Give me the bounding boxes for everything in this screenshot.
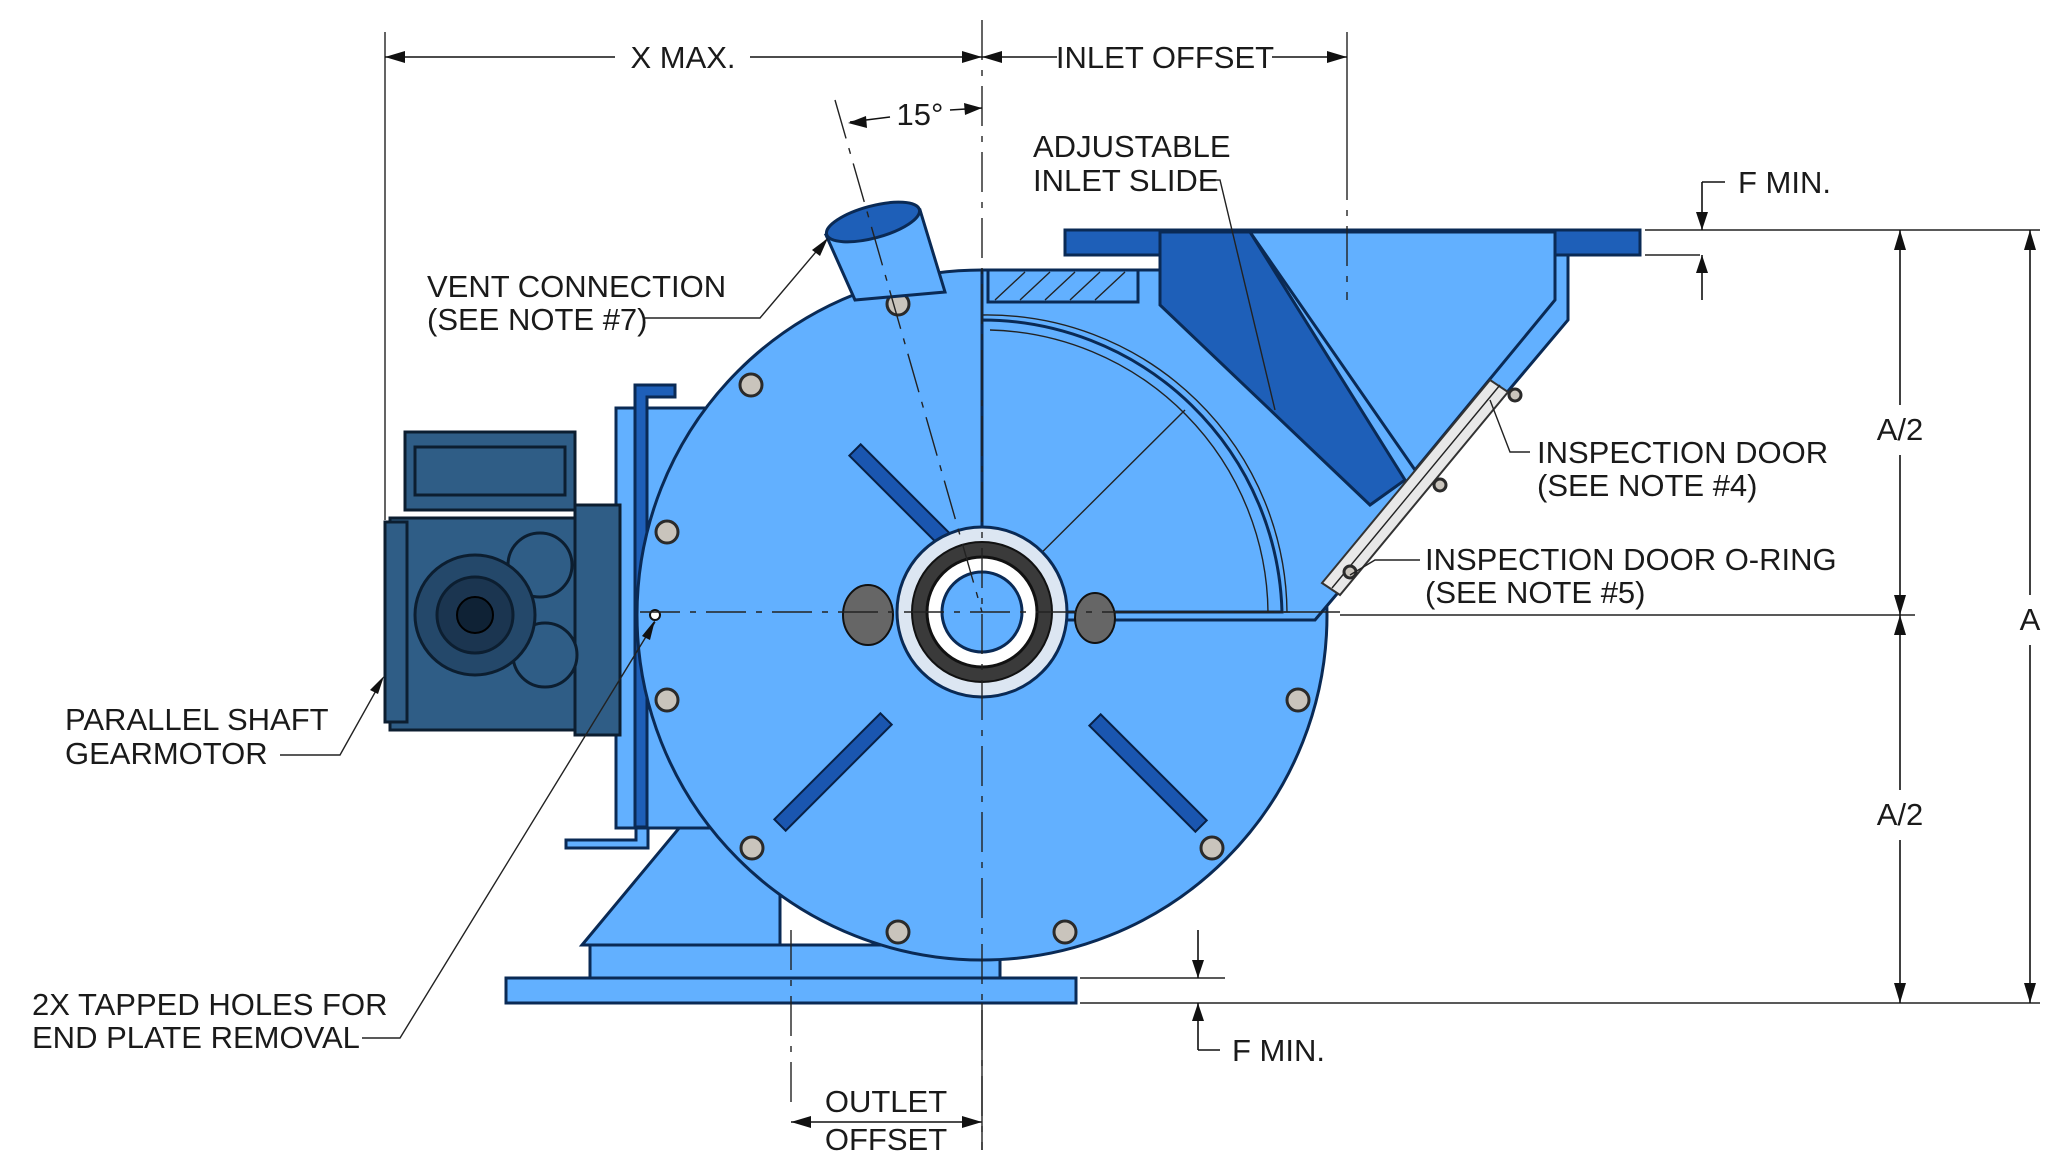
label-f-min-bottom: F MIN.	[1232, 1033, 1325, 1068]
base-support	[504, 813, 1078, 1005]
label-tapped-holes-2: END PLATE REMOVAL	[32, 1020, 360, 1055]
bolt	[1199, 835, 1225, 861]
bolt	[654, 687, 680, 713]
leader-lines	[280, 179, 1530, 1039]
label-x-max: X MAX.	[630, 40, 735, 75]
adjustable-inlet-slide	[1158, 230, 1408, 507]
label-a: A	[2020, 602, 2041, 637]
label-outlet-offset-1: OUTLET	[825, 1084, 947, 1119]
bolt	[1285, 687, 1311, 713]
label-a-half-bottom: A/2	[1877, 797, 1924, 832]
label-outlet-offset-2: OFFSET	[825, 1122, 947, 1157]
label-inspection-door-oring-1: INSPECTION DOOR O-RING	[1425, 542, 1837, 577]
inlet-flange-right	[1553, 228, 1642, 257]
label-inspection-door-2: (SEE NOTE #4)	[1537, 468, 1758, 503]
housing-bolts	[649, 291, 1311, 945]
label-angle: 15°	[897, 97, 944, 132]
label-inspection-door-oring-2: (SEE NOTE #5)	[1425, 575, 1646, 610]
label-gearmotor-1: PARALLEL SHAFT	[65, 702, 329, 737]
label-a-half-top: A/2	[1877, 412, 1924, 447]
bolt	[1052, 919, 1078, 945]
label-inspection-door-1: INSPECTION DOOR	[1537, 435, 1828, 470]
bolt	[738, 372, 764, 398]
label-tapped-holes-1: 2X TAPPED HOLES FOR	[32, 987, 387, 1022]
label-vent-connection-2: (SEE NOTE #7)	[427, 302, 648, 337]
label-gearmotor-2: GEARMOTOR	[65, 736, 268, 771]
bolt	[654, 519, 680, 545]
label-adjustable-inlet-slide-1: ADJUSTABLE	[1033, 129, 1231, 164]
inlet-flange-left	[1063, 228, 1162, 257]
labels: X MAX. INLET OFFSET 15° ADJUSTABLE INLET…	[32, 40, 2041, 1157]
extension-lines	[384, 32, 2040, 1004]
vent-connection	[823, 200, 947, 302]
bolt	[739, 835, 765, 861]
center-lines	[640, 20, 1348, 1150]
label-f-min-top: F MIN.	[1738, 165, 1831, 200]
dimensions	[385, 51, 2036, 1150]
bolt	[885, 919, 911, 945]
label-adjustable-inlet-slide-2: INLET SLIDE	[1033, 163, 1219, 198]
label-vent-connection-1: VENT CONNECTION	[427, 269, 726, 304]
label-inlet-offset: INLET OFFSET	[1056, 40, 1274, 75]
gearmotor	[383, 430, 622, 737]
